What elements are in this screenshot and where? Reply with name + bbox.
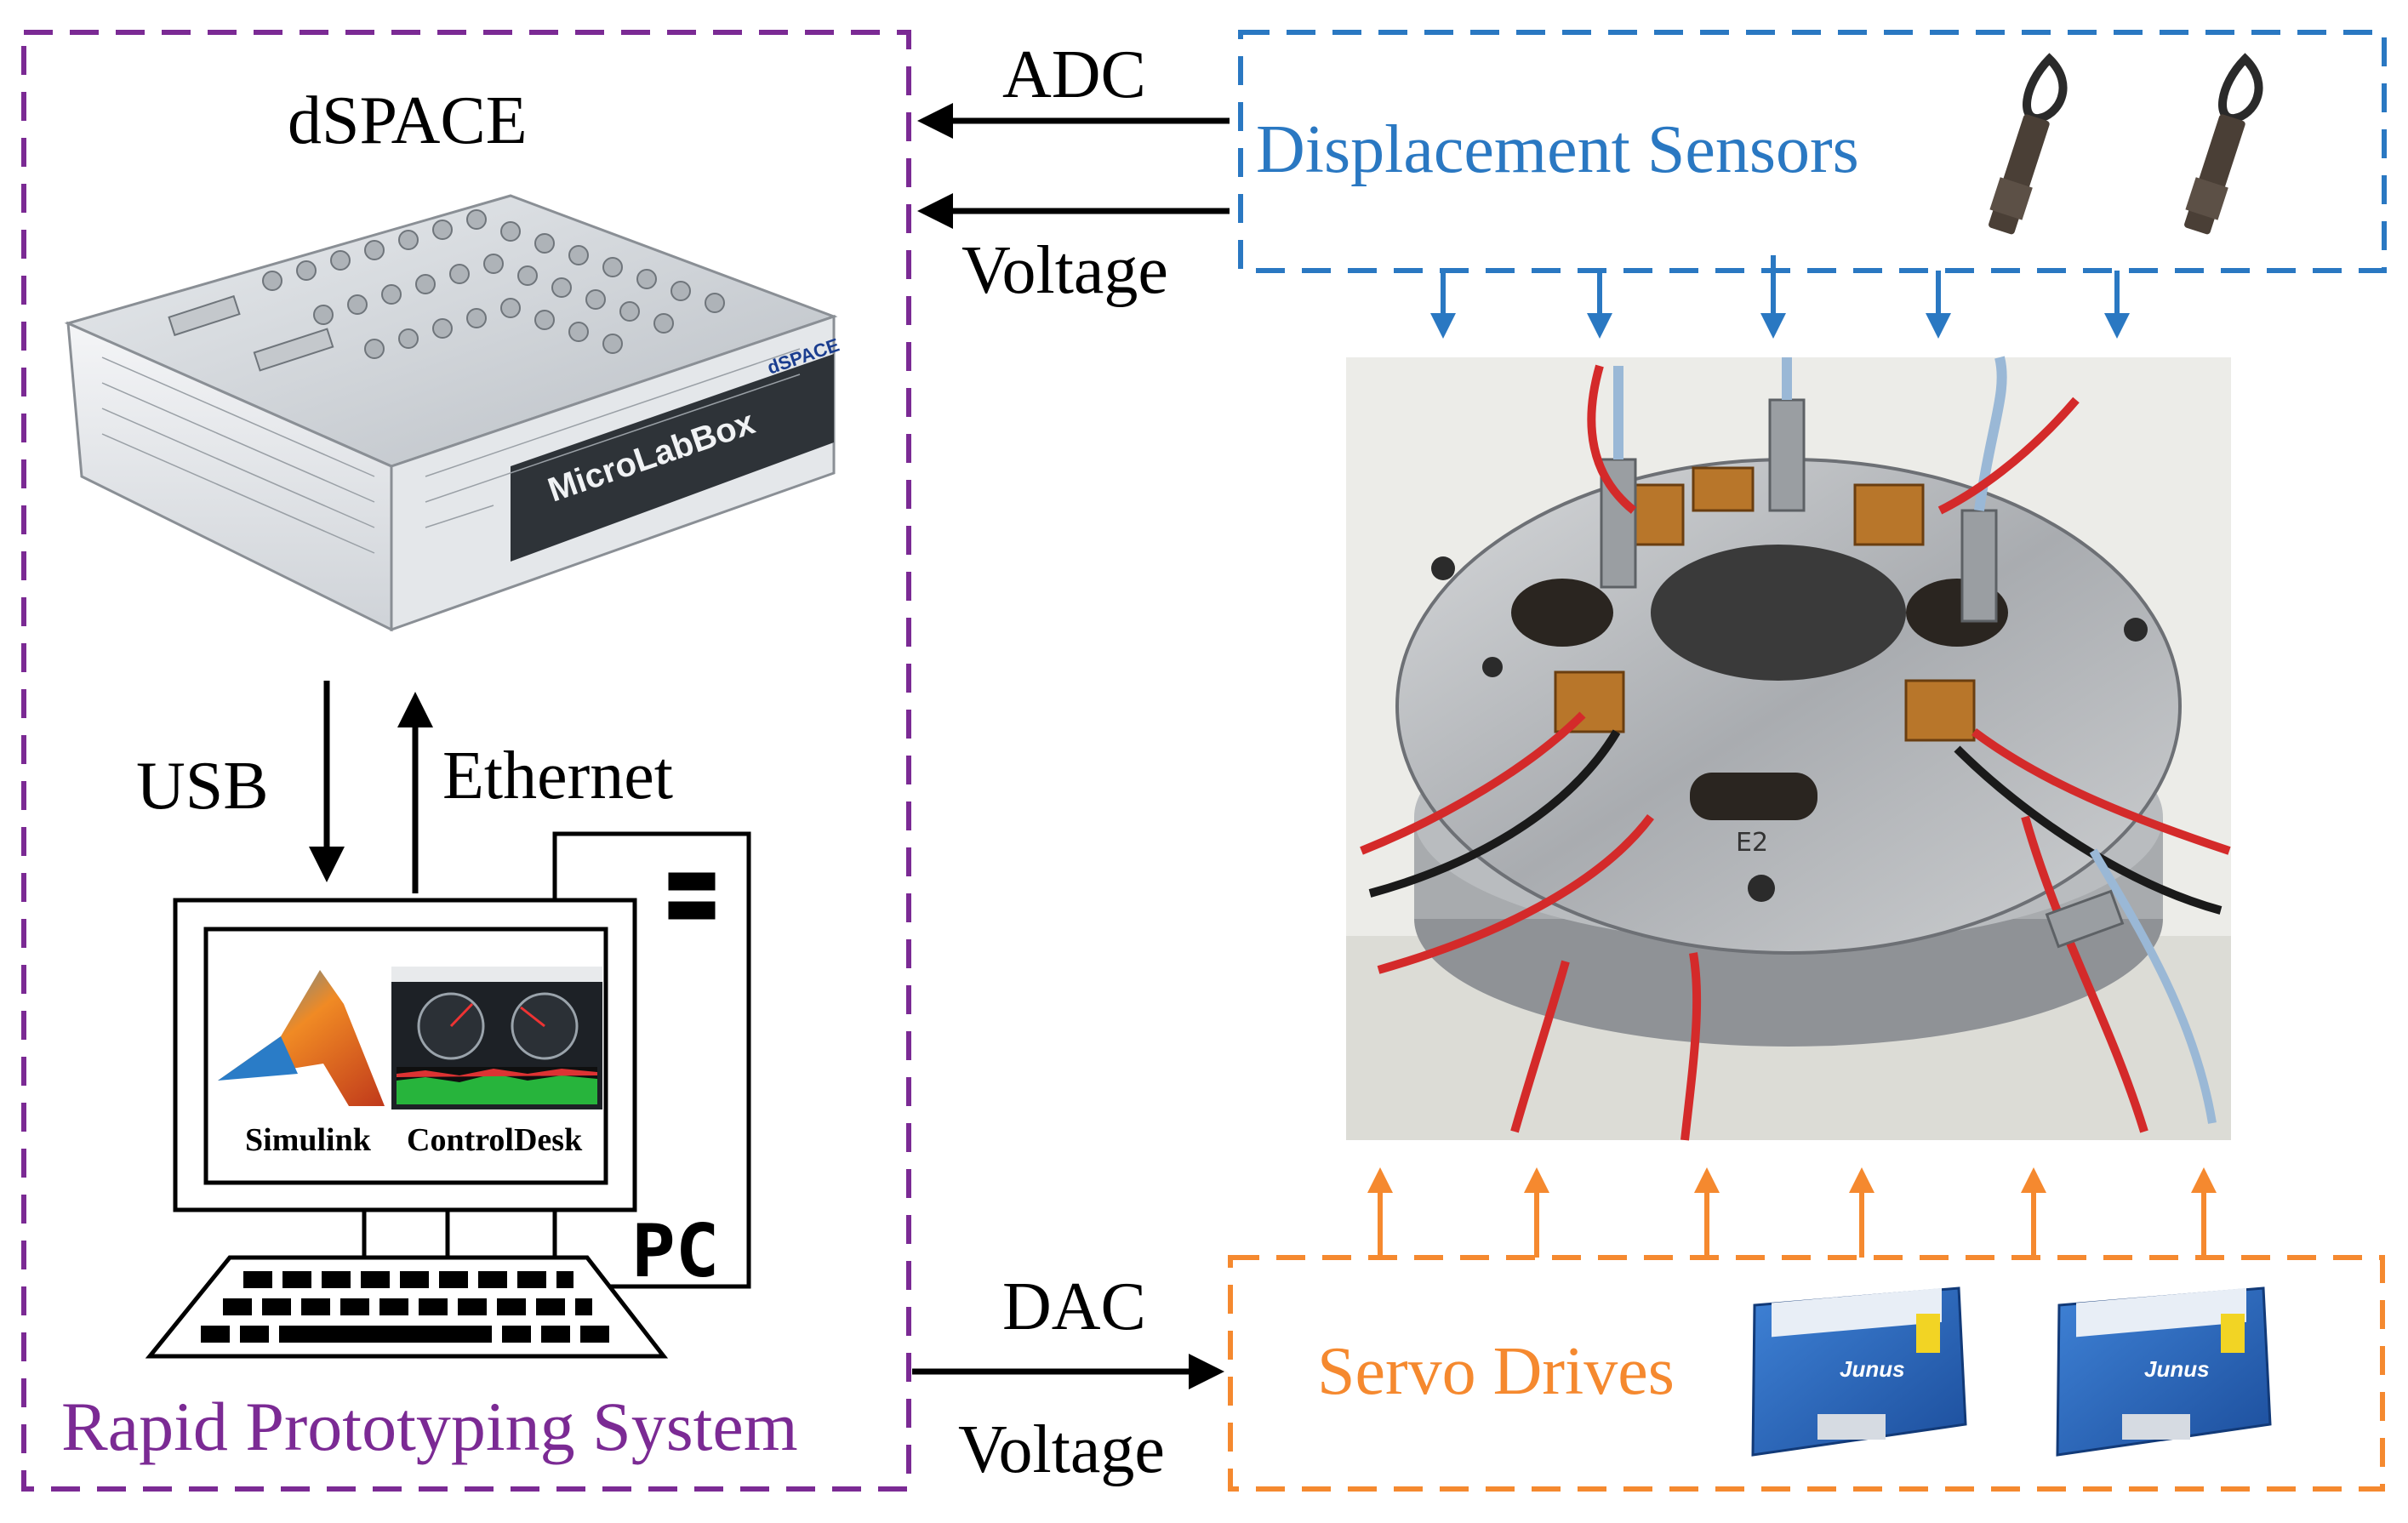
voltage-in-label: Voltage [961, 233, 1168, 308]
rapid-prototyping-box [21, 30, 911, 1492]
sensor-to-bearing-arrows [1430, 255, 2130, 339]
drive-brand-1: Junus [1840, 1356, 1905, 1382]
magnetic-bearing-photo-icon: E2 [1346, 356, 2231, 1141]
drive-brand-2: Junus [2144, 1356, 2210, 1382]
adc-label: ADC [1002, 37, 1146, 112]
app-label-controldesk: ControlDesk [407, 1122, 583, 1158]
ethernet-label: Ethernet [442, 739, 673, 813]
displacement-sensors-label: Displacement Sensors [1256, 112, 1859, 187]
displacement-sensor-icon [1989, 53, 2263, 235]
rapid-prototyping-label: Rapid Prototyping System [61, 1388, 798, 1465]
bearing-mark: E2 [1736, 828, 1768, 858]
controldesk-screen-icon [391, 967, 602, 1109]
usb-label: USB [136, 749, 269, 824]
servo-drives-label: Servo Drives [1317, 1334, 1675, 1409]
matlab-logo-icon [218, 970, 385, 1106]
dac-label: DAC [1002, 1269, 1146, 1344]
dspace-title: dSPACE [288, 83, 528, 158]
pc-label: PC [631, 1209, 720, 1294]
servo-drive-icon: Junus Junus [1751, 1286, 2272, 1457]
displacement-sensors-box [1238, 30, 2387, 273]
microlabbox-device-icon: MicroLabBox dSPACE [64, 194, 842, 632]
voltage-out-label: Voltage [958, 1412, 1165, 1487]
servo-drives-box [1228, 1255, 2385, 1492]
app-label-simulink: Simulink [245, 1122, 372, 1158]
servo-to-bearing-arrows [1367, 1167, 2217, 1258]
